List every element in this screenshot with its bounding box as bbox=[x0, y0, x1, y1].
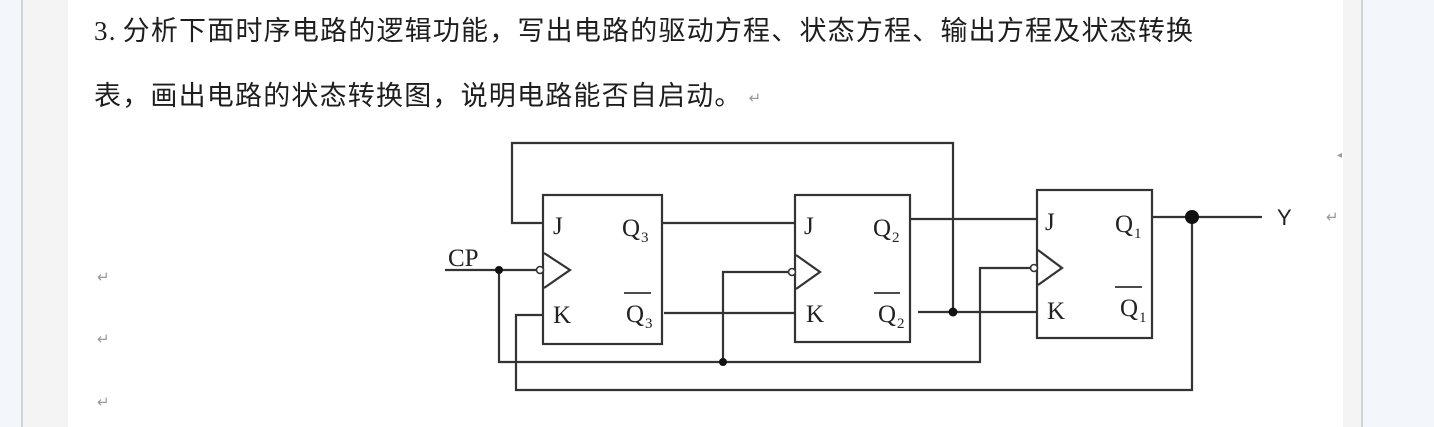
anchor-mark-icon: ◂ bbox=[1337, 150, 1343, 161]
question-text-line-1[interactable]: 3.分析下面时序电路的逻辑功能，写出电路的驱动方程、状态方程、输出方程及状态转换 bbox=[94, 14, 1194, 49]
ff3-qbar-label: Q bbox=[626, 301, 644, 328]
ff3-q-label: Q bbox=[622, 215, 640, 242]
workspace-background-right bbox=[1363, 0, 1434, 427]
ff2-j-label: J bbox=[804, 213, 814, 240]
ff1-q-subscript: 1 bbox=[1134, 226, 1142, 242]
flip-flop-2 bbox=[793, 193, 912, 344]
ff3-qbar-subscript: 3 bbox=[645, 316, 653, 332]
ff2-qbar-subscript: 2 bbox=[897, 316, 905, 332]
ff1-qbar-label: Q bbox=[1120, 295, 1138, 322]
ff3-j-label: J bbox=[553, 213, 563, 240]
workspace-background-left bbox=[0, 0, 21, 427]
wire-cp-to-ff1-clock bbox=[497, 266, 1030, 364]
question-number: 3. bbox=[94, 16, 117, 46]
ff1-j-label: J bbox=[1045, 209, 1055, 236]
paragraph-mark-icon: ↵ bbox=[1326, 208, 1339, 226]
clock-label: CP bbox=[448, 245, 479, 272]
ff1-qbar-subscript: 1 bbox=[1139, 310, 1147, 326]
clock-inversion-bubble-ff3 bbox=[535, 265, 545, 275]
paragraph-mark-icon: ↵ bbox=[748, 88, 763, 107]
clock-inversion-bubble-ff1 bbox=[1029, 263, 1039, 273]
page-edge-left bbox=[21, 0, 23, 427]
wire-cp-to-ff2-clock bbox=[721, 270, 788, 362]
paragraph-mark-icon: ↵ bbox=[97, 268, 110, 286]
ff3-q-subscript: 3 bbox=[641, 230, 649, 246]
junction-dot-q1 bbox=[1185, 210, 1199, 224]
page-edge-right bbox=[1361, 0, 1363, 427]
ff1-q-label: Q bbox=[1115, 211, 1133, 238]
wire-q1-to-k3 bbox=[514, 217, 1194, 392]
output-label: Y bbox=[1277, 205, 1292, 230]
question-text-line-2[interactable]: 表，画出电路的状态转换图，说明电路能否自启动。 ↵ bbox=[94, 80, 762, 115]
ff2-k-label: K bbox=[806, 301, 824, 328]
paragraph-mark-icon: ↵ bbox=[97, 330, 110, 348]
wire-q2bar-to-j3 bbox=[510, 141, 955, 312]
page-margin-left bbox=[23, 0, 68, 427]
clock-inversion-bubble-ff2 bbox=[787, 267, 797, 277]
ff1-k-label: K bbox=[1047, 298, 1065, 325]
junction-dot-q2bar bbox=[948, 307, 958, 317]
clock-edge-triangle-ff3 bbox=[543, 252, 572, 289]
junction-dot-cp bbox=[495, 266, 503, 274]
paragraph-mark-icon: ↵ bbox=[97, 393, 110, 411]
question-line-2: 表，画出电路的状态转换图，说明电路能否自启动。 bbox=[94, 81, 743, 112]
clock-edge-triangle-ff1 bbox=[1037, 249, 1064, 286]
ff2-q-subscript: 2 bbox=[892, 230, 900, 246]
ff2-q-label: Q bbox=[873, 215, 891, 242]
question-line-1: 分析下面时序电路的逻辑功能，写出电路的驱动方程、状态方程、输出方程及状态转换 bbox=[122, 16, 1195, 47]
clock-edge-triangle-ff2 bbox=[795, 254, 822, 290]
page-margin-right bbox=[1343, 0, 1361, 427]
ff2-qbar-label: Q bbox=[878, 301, 896, 328]
flip-flop-3 bbox=[541, 193, 664, 346]
junction-dot-clock-bus bbox=[719, 358, 727, 366]
ff3-k-label: K bbox=[553, 302, 571, 329]
